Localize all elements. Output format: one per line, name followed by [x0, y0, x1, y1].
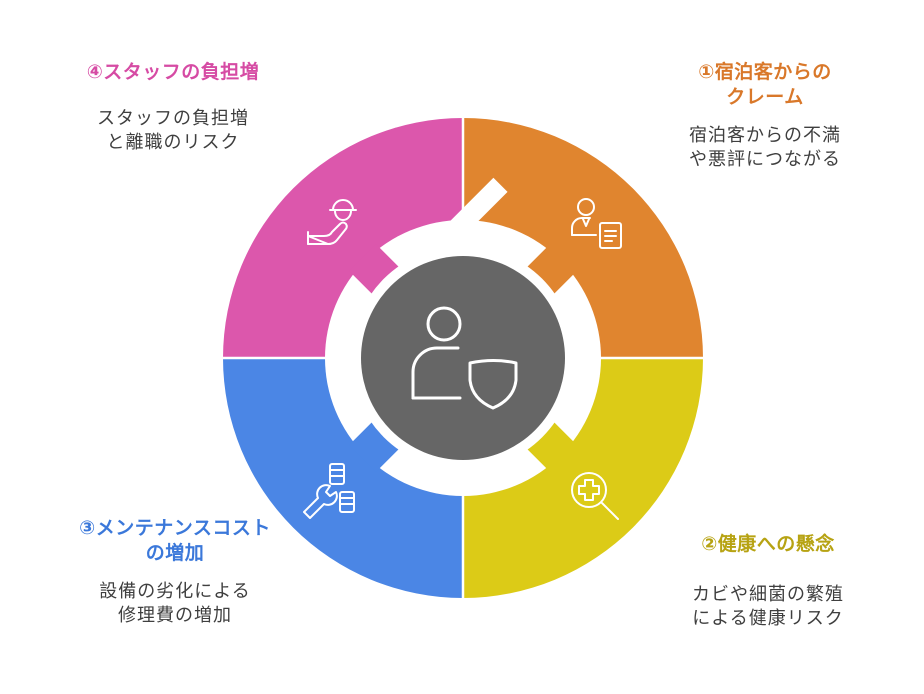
title-line: ②健康への懸念	[701, 533, 835, 555]
label-health-concern: ②健康への懸念 カビや細菌の繁殖 による健康リスク	[648, 532, 888, 631]
title-line: の増加	[145, 542, 205, 565]
title-line: クレーム	[726, 86, 804, 109]
label-staff-burden: ④スタッフの負担増 スタッフの負担増 と離職のリスク	[48, 60, 298, 155]
desc-line: スタッフの負担増	[97, 108, 249, 130]
guest-complaint-icon	[571, 198, 622, 249]
label-title: ②健康への懸念	[648, 532, 888, 557]
title-line: ④スタッフの負担増	[86, 61, 260, 83]
label-description: カビや細菌の繁殖 による健康リスク	[648, 583, 888, 631]
desc-line: による健康リスク	[692, 607, 844, 629]
wrench-bolts-icon	[303, 463, 355, 519]
title-line: ①宿泊客からの	[698, 61, 832, 83]
desc-line: カビや細菌の繁殖	[692, 584, 844, 606]
label-description: スタッフの負担増 と離職のリスク	[48, 107, 298, 155]
segment-staff-burden	[223, 118, 463, 358]
desc-line: 修理費の増加	[118, 604, 232, 626]
desc-line: や悪評につながる	[689, 148, 841, 170]
person-shield-icon	[411, 306, 518, 410]
label-description: 設備の劣化による 修理費の増加	[30, 580, 320, 628]
health-search-icon	[571, 472, 619, 520]
label-title: ④スタッフの負担増	[48, 60, 298, 85]
segment-guest-complaints	[463, 118, 703, 358]
label-title: ③メンテナンスコスト の増加	[30, 516, 320, 566]
title-line: ③メンテナンスコスト	[79, 517, 271, 539]
desc-line: 宿泊客からの不満	[689, 125, 841, 147]
desc-line: と離職のリスク	[106, 131, 240, 153]
segment-health-concern	[463, 358, 703, 598]
desc-line: 設備の劣化による	[99, 581, 251, 603]
worker-burden-icon	[307, 199, 357, 245]
label-title: ①宿泊客からの クレーム	[640, 60, 890, 110]
label-guest-complaints: ①宿泊客からの クレーム 宿泊客からの不満 や悪評につながる	[640, 60, 890, 172]
label-maintenance-cost: ③メンテナンスコスト の増加 設備の劣化による 修理費の増加	[30, 516, 320, 628]
center-circle	[361, 256, 565, 460]
label-description: 宿泊客からの不満 や悪評につながる	[640, 124, 890, 172]
